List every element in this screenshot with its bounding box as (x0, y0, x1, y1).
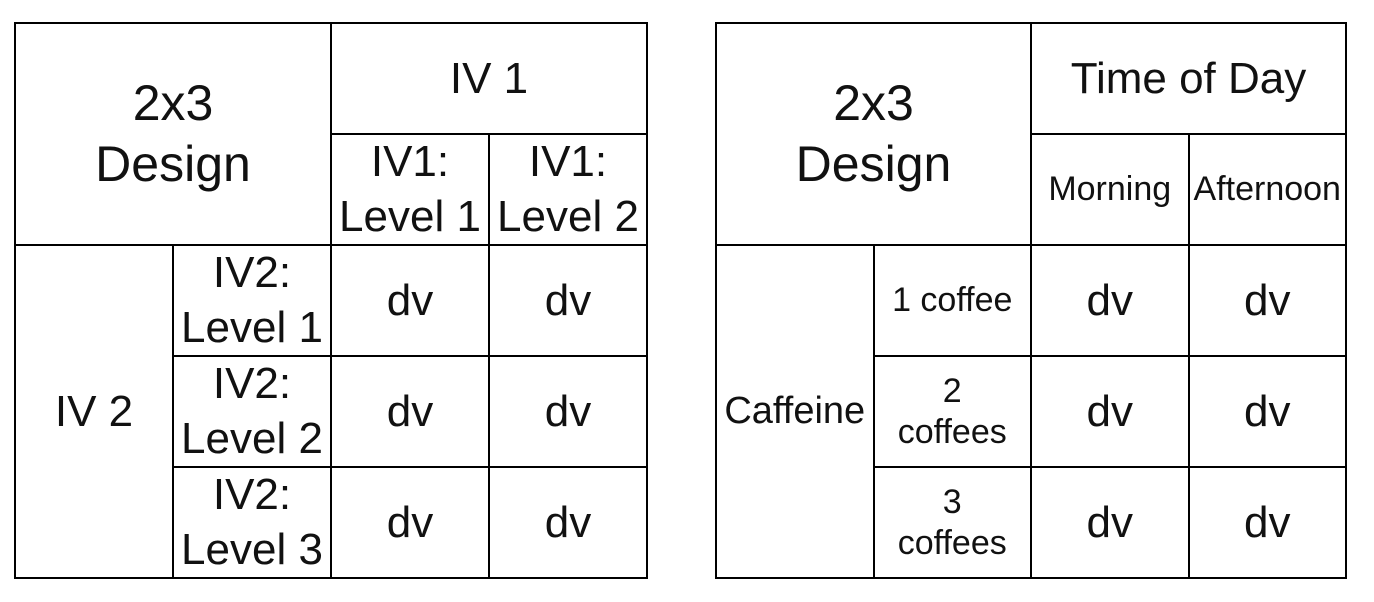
dv-cell: dv (1187, 244, 1347, 357)
dv-cell: dv (488, 355, 648, 469)
dv-cell: dv (1030, 244, 1190, 357)
row-level-header: IV2: Level 2 (172, 355, 332, 469)
dv-cell: dv (330, 244, 490, 358)
dv-cell: dv (1187, 355, 1347, 468)
row-level-header: 3 coffees (872, 466, 1032, 579)
column-level-header: Afternoon (1187, 133, 1347, 246)
column-level-header: IV1: Level 1 (330, 132, 490, 247)
row-level-header: 1 coffee (872, 244, 1032, 357)
dv-cell: dv (488, 244, 648, 358)
column-level-header: Morning (1030, 133, 1190, 246)
row-level-header: 2 coffees (872, 355, 1032, 468)
column-factor-header: IV 1 (330, 22, 648, 135)
dv-cell: dv (1030, 355, 1190, 468)
design-size-cell: 2x3 Design (715, 22, 1032, 246)
design-table-example: 2x3 Design Time of Day Morning Afternoon… (715, 22, 1347, 579)
column-factor-header: Time of Day (1030, 22, 1347, 135)
dv-cell: dv (330, 466, 490, 580)
column-level-header: IV1: Level 2 (488, 132, 648, 247)
row-level-header: IV2: Level 1 (172, 244, 332, 358)
row-factor-header: IV 2 (14, 244, 174, 580)
design-table-generic: 2x3 Design IV 1 IV1: Level 1 IV1: Level … (14, 21, 648, 580)
dv-cell: dv (330, 355, 490, 469)
design-size-cell: 2x3 Design (14, 21, 332, 247)
dv-cell: dv (1187, 466, 1347, 579)
dv-cell: dv (1030, 466, 1190, 579)
row-level-header: IV2: Level 3 (172, 466, 332, 580)
row-factor-header: Caffeine (715, 244, 875, 579)
dv-cell: dv (488, 466, 648, 580)
